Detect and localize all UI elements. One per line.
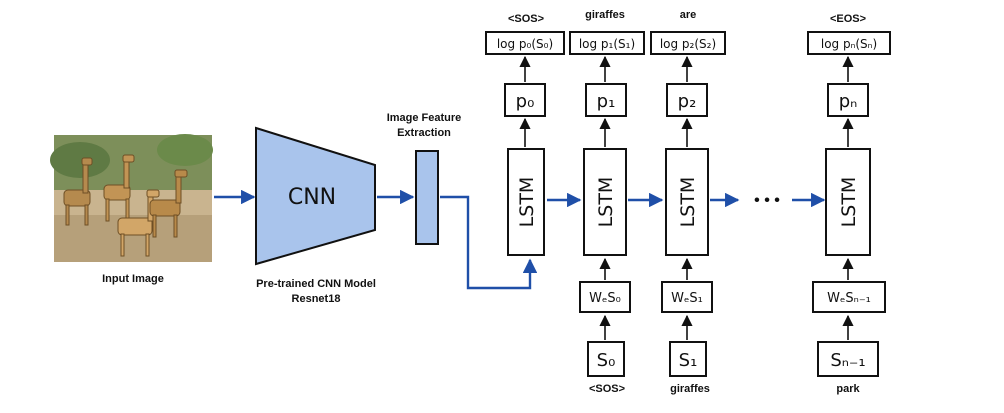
log-prob-0: log p₀(S₀) (497, 37, 553, 51)
embed-box-0 (579, 281, 631, 313)
input-1: S₁ (679, 350, 698, 371)
log-prob-box-0 (485, 31, 565, 55)
log-prob-box-2 (650, 31, 726, 55)
prob-2: p₂ (678, 91, 697, 112)
feature-caption-line1: Image Feature (387, 112, 462, 124)
giraffe-figure (103, 154, 135, 222)
cnn-label: CNN (288, 185, 336, 210)
bottom-word-1: giraffes (670, 383, 710, 395)
lstm-label-3: LSTM (838, 177, 860, 228)
lstm-cell-2 (665, 148, 709, 256)
ellipsis: • • • (754, 192, 780, 209)
giraffe-figure (63, 157, 93, 226)
input-image (50, 134, 213, 262)
prob-3: pₙ (839, 91, 858, 112)
prob-box-2 (666, 83, 708, 117)
top-word-1: giraffes (585, 9, 625, 21)
input-box-2 (817, 341, 879, 377)
input-box-0 (587, 341, 625, 377)
log-prob-3: log pₙ(Sₙ) (821, 37, 877, 51)
input-0: S₀ (597, 350, 616, 371)
log-prob-1: log p₁(S₁) (579, 37, 635, 51)
top-word-0: <SOS> (508, 13, 544, 25)
lstm-cell-1 (583, 148, 627, 256)
bottom-word-2: park (836, 383, 860, 395)
feature-caption-line2: Extraction (397, 127, 451, 139)
prob-box-3 (827, 83, 869, 117)
giraffe-figure (149, 169, 188, 238)
input-box-1 (669, 341, 707, 377)
input-2: Sₙ₋₁ (830, 350, 865, 371)
cnn-caption-line1: Pre-trained CNN Model (256, 278, 376, 290)
lstm-cell-3 (825, 148, 871, 256)
log-prob-2: log p₂(S₂) (660, 37, 716, 51)
feature-vector (415, 150, 439, 245)
top-word-2: are (680, 9, 697, 21)
input-image-caption: Input Image (102, 273, 164, 285)
prob-1: p₁ (597, 91, 616, 112)
lstm-label-2: LSTM (677, 177, 699, 228)
prob-box-1 (585, 83, 627, 117)
embed-box-1 (661, 281, 713, 313)
embed-1: WₑS₁ (671, 291, 703, 306)
embed-0: WₑS₀ (589, 291, 621, 306)
cnn-block (255, 126, 376, 266)
cnn-caption-line2: Resnet18 (292, 293, 341, 305)
lstm-cell-0 (507, 148, 545, 256)
giraffe-figure (117, 189, 160, 257)
lstm-label-1: LSTM (595, 177, 617, 228)
log-prob-box-3 (807, 31, 891, 55)
lstm-label-0: LSTM (516, 177, 538, 228)
bottom-word-0: <SOS> (589, 383, 625, 395)
prob-box-0 (504, 83, 546, 117)
prob-0: p₀ (516, 91, 535, 112)
arrow-feature-to-lstm (440, 195, 538, 290)
embed-2: WₑSₙ₋₁ (827, 291, 871, 306)
log-prob-box-1 (569, 31, 645, 55)
embed-box-2 (812, 281, 886, 313)
top-word-3: <EOS> (830, 13, 866, 25)
